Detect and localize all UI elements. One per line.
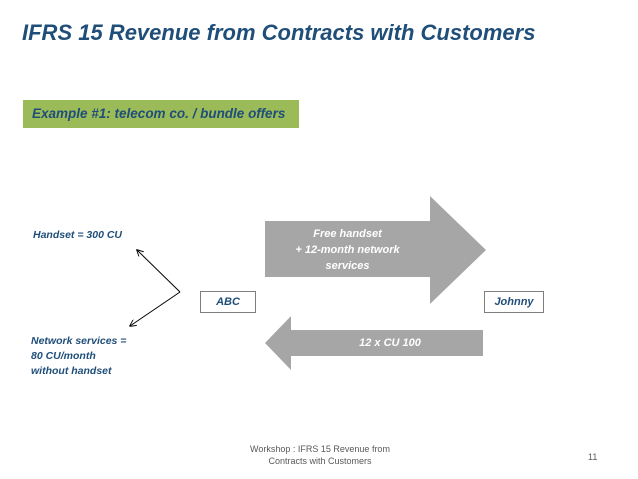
- network-label-line: 80 CU/month: [31, 350, 96, 362]
- seller-box: ABC: [200, 291, 256, 313]
- slide-title: IFRS 15 Revenue from Contracts with Cust…: [22, 20, 536, 45]
- page-number: 11: [588, 452, 598, 462]
- network-label-line: Network services =: [31, 335, 127, 347]
- handset-value-label: Handset = 300 CU: [33, 229, 122, 241]
- connector-to-network: [130, 291, 181, 326]
- forward-arrow-line: Free handset: [313, 228, 382, 240]
- network-value-label: Network services = 80 CU/month without h…: [31, 334, 126, 379]
- connector-to-handset: [137, 250, 181, 293]
- footer-line: Contracts with Customers: [268, 456, 372, 466]
- footer-text: Workshop : IFRS 15 Revenue from Contract…: [230, 443, 410, 467]
- return-arrow-shape: [265, 316, 483, 370]
- forward-arrow-label: Free handset + 12-month network services: [270, 226, 425, 274]
- example-label: Example #1: telecom co. / bundle offers: [32, 106, 286, 121]
- customer-box: Johnny: [484, 291, 544, 313]
- return-arrow-label: 12 x CU 100: [359, 337, 421, 349]
- forward-arrow-line: + 12-month network: [295, 244, 400, 256]
- forward-arrow-line: services: [325, 260, 370, 272]
- network-label-line: without handset: [31, 365, 112, 377]
- forward-arrow-shape: [265, 196, 486, 304]
- example-banner: Example #1: telecom co. / bundle offers: [23, 100, 299, 128]
- footer-line: Workshop : IFRS 15 Revenue from: [250, 444, 390, 454]
